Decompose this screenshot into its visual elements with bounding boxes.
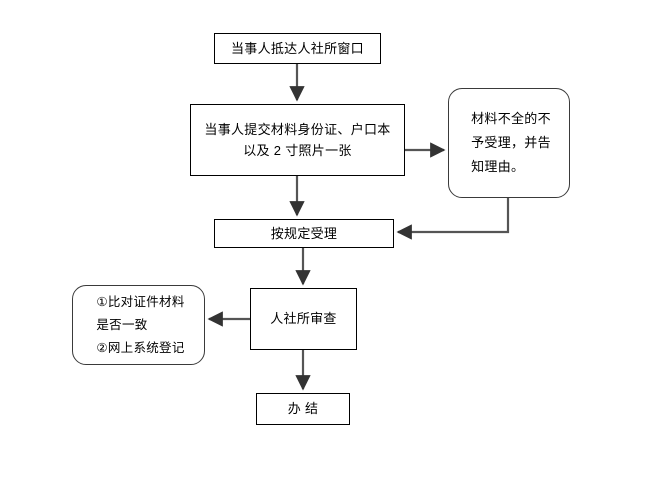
node-submit-label: 当事人提交材料身份证、户口本 以及 2 寸照片一张 [204, 122, 391, 158]
node-arrive-label: 当事人抵达人社所窗口 [230, 40, 364, 56]
node-reject-label: 材料不全的不 予受理，并告 知理由。 [471, 111, 551, 174]
node-finish-label: 办 结 [287, 401, 319, 416]
node-checklist[interactable]: ①比对证件材料 是否一致 ②网上系统登记 [72, 285, 205, 365]
node-review-label: 人社所审查 [270, 311, 337, 326]
node-arrive[interactable]: 当事人抵达人社所窗口 [214, 33, 381, 64]
node-reject[interactable]: 材料不全的不 予受理，并告 知理由。 [448, 88, 570, 198]
node-checklist-label: ①比对证件材料 是否一致 ②网上系统登记 [96, 294, 185, 355]
node-accept[interactable]: 按规定受理 [214, 219, 394, 248]
node-review[interactable]: 人社所审查 [250, 288, 357, 350]
node-finish[interactable]: 办 结 [256, 393, 350, 425]
edge-reject-to-accept [396, 198, 510, 240]
node-submit[interactable]: 当事人提交材料身份证、户口本 以及 2 寸照片一张 [190, 104, 405, 176]
node-accept-label: 按规定受理 [270, 225, 338, 241]
